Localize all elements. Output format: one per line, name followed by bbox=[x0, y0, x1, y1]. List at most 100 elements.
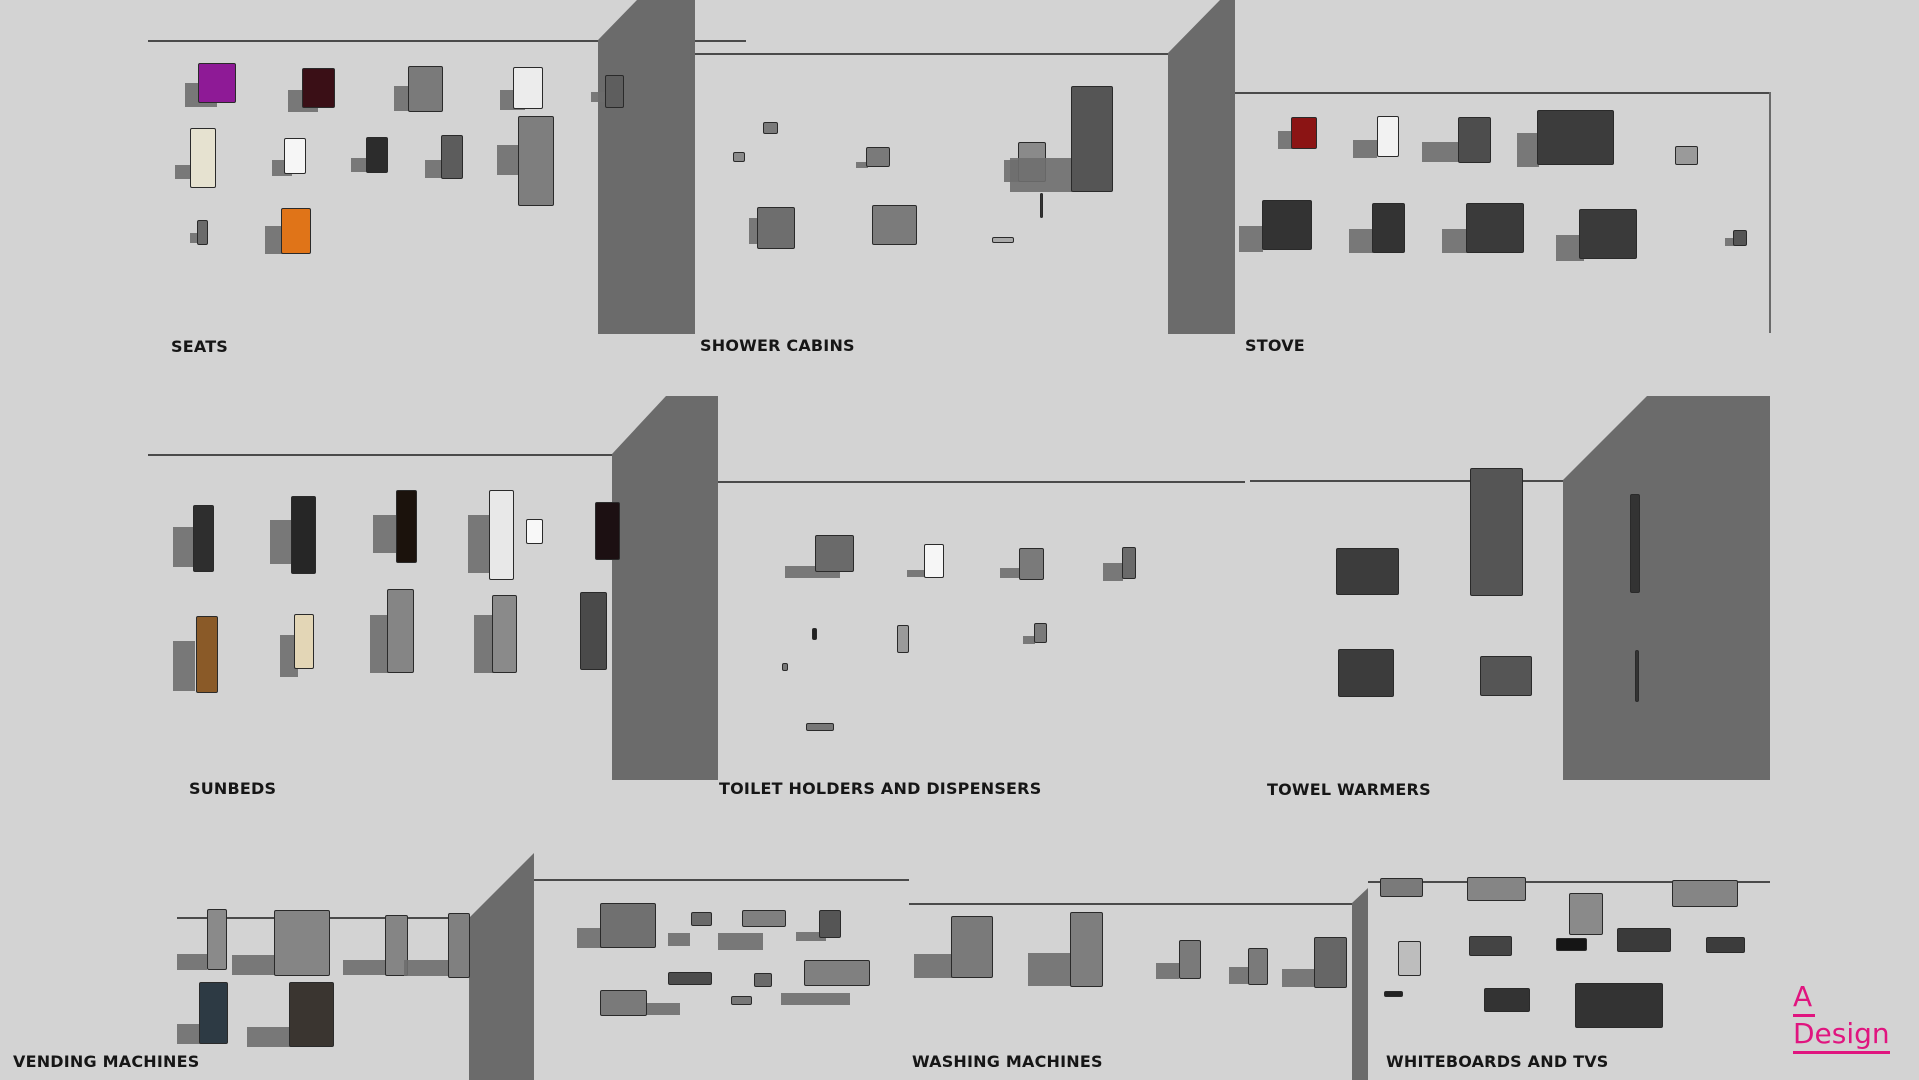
shower-head-small[interactable] bbox=[733, 152, 745, 162]
brown-snack-machine[interactable] bbox=[289, 982, 334, 1047]
double-vending-machine[interactable] bbox=[274, 910, 330, 976]
induction-range-2[interactable] bbox=[1372, 203, 1405, 253]
small-soap-dispenser[interactable] bbox=[1034, 623, 1047, 643]
small-pot[interactable] bbox=[1733, 230, 1747, 246]
wooden-slat-sunbed-shadow bbox=[173, 641, 195, 691]
wall-whiteboard[interactable] bbox=[1467, 877, 1526, 901]
red-compact-oven[interactable] bbox=[1291, 117, 1317, 149]
easel-board[interactable] bbox=[1398, 941, 1421, 976]
burgundy-armchair[interactable] bbox=[302, 68, 335, 108]
ticket-vending-machine[interactable] bbox=[448, 913, 470, 978]
tv-antenna-small[interactable] bbox=[1484, 988, 1530, 1012]
wall-line bbox=[909, 903, 1352, 905]
small-side-chair[interactable] bbox=[605, 75, 624, 108]
dark-massage-bed[interactable] bbox=[595, 502, 620, 560]
shelf-bar[interactable] bbox=[806, 723, 834, 731]
white-armchair[interactable] bbox=[513, 67, 543, 109]
tv-antenna-large[interactable] bbox=[1575, 983, 1663, 1028]
small-wooden-chair[interactable] bbox=[197, 220, 208, 245]
cream-folding-sunbed-shadow bbox=[280, 635, 298, 677]
shower-head-round[interactable] bbox=[763, 122, 778, 134]
wall-bar-towel-warmer[interactable] bbox=[1630, 494, 1640, 593]
corner-shower-cabin-shadow bbox=[1010, 158, 1072, 192]
countertop-sink[interactable] bbox=[742, 910, 786, 927]
wire-sunbed[interactable] bbox=[489, 490, 514, 580]
white-four-burner-stove[interactable] bbox=[1377, 116, 1399, 157]
hand-dryer-grey[interactable] bbox=[1019, 548, 1044, 580]
round-vessel-sink[interactable] bbox=[691, 912, 712, 926]
toilet-brush-holder[interactable] bbox=[812, 628, 817, 640]
soap-dispenser-tall[interactable] bbox=[1122, 547, 1136, 579]
black-slatted-sunbed[interactable] bbox=[291, 496, 316, 574]
vanity-cabinet-sink[interactable] bbox=[600, 903, 656, 948]
small-floor-tile[interactable] bbox=[731, 996, 752, 1005]
white-shell-chair[interactable] bbox=[284, 138, 306, 174]
u-shape-towel-warmer[interactable] bbox=[1480, 656, 1532, 696]
dark-wood-sunbed[interactable] bbox=[396, 490, 417, 563]
tv-screen-1[interactable] bbox=[1469, 936, 1512, 956]
a-design-logo[interactable]: A Design bbox=[1793, 980, 1890, 1054]
black-sunbed[interactable] bbox=[193, 505, 214, 572]
beige-office-chair[interactable] bbox=[190, 128, 216, 188]
compact-washer[interactable] bbox=[1179, 940, 1201, 979]
shower-floor-tray[interactable] bbox=[600, 990, 647, 1016]
stacked-dryer[interactable] bbox=[1314, 937, 1347, 988]
quarter-round-tray[interactable] bbox=[757, 207, 795, 249]
induction-range-1[interactable] bbox=[1262, 200, 1312, 250]
grey-wing-chair[interactable] bbox=[408, 66, 443, 112]
flip-whiteboard[interactable] bbox=[1380, 878, 1423, 897]
paper-towel-dispenser[interactable] bbox=[815, 535, 854, 572]
blue-snack-machine[interactable] bbox=[199, 982, 228, 1044]
six-burner-range[interactable] bbox=[1537, 110, 1614, 165]
hand-dryer-grey-shadow bbox=[1000, 568, 1025, 578]
mobile-whiteboard[interactable] bbox=[1569, 893, 1603, 935]
soap-dispenser-tall-shadow bbox=[1103, 563, 1123, 581]
stacked-dryer-shadow bbox=[1282, 969, 1314, 987]
industrial-washer[interactable] bbox=[951, 916, 993, 978]
section-label-shower-cabins: SHOWER CABINS bbox=[700, 336, 855, 355]
front-load-washer-large[interactable] bbox=[1070, 912, 1103, 987]
grey-treatment-bed[interactable] bbox=[387, 589, 414, 673]
induction-range-3[interactable] bbox=[1466, 203, 1524, 253]
shower-rail[interactable] bbox=[992, 237, 1014, 243]
pedestal-sink[interactable] bbox=[819, 910, 841, 938]
dark-massage-table[interactable] bbox=[580, 592, 607, 670]
single-rail-warmer[interactable] bbox=[1635, 650, 1639, 702]
purple-lounge-chair[interactable] bbox=[198, 63, 236, 103]
tiny-hook[interactable] bbox=[782, 663, 788, 671]
tv-wall-mount[interactable] bbox=[1384, 991, 1403, 997]
tv-screen-3[interactable] bbox=[1617, 928, 1671, 952]
hand-dryer-white[interactable] bbox=[924, 544, 944, 578]
coffee-vending-machine-shadow bbox=[343, 960, 388, 975]
two-plate-cooktop[interactable] bbox=[1675, 146, 1698, 165]
reclining-armchair[interactable] bbox=[518, 116, 554, 206]
orange-armchair[interactable] bbox=[281, 208, 311, 254]
white-side-table[interactable] bbox=[526, 519, 543, 544]
square-shower-tray[interactable] bbox=[872, 205, 917, 245]
tv-screen-4[interactable] bbox=[1706, 937, 1745, 953]
induction-range-3-shadow bbox=[1442, 229, 1470, 253]
dark-wood-sunbed-shadow bbox=[373, 515, 397, 553]
long-trough-sink[interactable] bbox=[804, 960, 870, 986]
coffee-vending-machine[interactable] bbox=[385, 915, 408, 976]
shower-drain-round[interactable] bbox=[866, 147, 890, 167]
black-office-chair[interactable] bbox=[366, 137, 388, 173]
wooden-slat-sunbed[interactable] bbox=[196, 616, 218, 693]
grill-oven[interactable] bbox=[1458, 117, 1491, 163]
rect-basin[interactable] bbox=[668, 972, 712, 985]
projection-screen[interactable] bbox=[1672, 880, 1738, 907]
curved-ladder-towel-warmer[interactable] bbox=[1338, 649, 1394, 697]
corner-shower-cabin[interactable] bbox=[1071, 86, 1113, 192]
grey-mesh-chair[interactable] bbox=[441, 135, 463, 179]
shower-hose[interactable] bbox=[1040, 193, 1043, 218]
cream-folding-sunbed[interactable] bbox=[294, 614, 314, 669]
slim-vending-machine[interactable] bbox=[207, 909, 227, 970]
induction-range-4[interactable] bbox=[1579, 209, 1637, 259]
small-basin[interactable] bbox=[754, 973, 772, 987]
grey-massage-table[interactable] bbox=[492, 595, 517, 673]
mini-washer[interactable] bbox=[1248, 948, 1268, 985]
serpentine-towel-warmer[interactable] bbox=[1470, 468, 1523, 596]
toilet-roll-holder[interactable] bbox=[897, 625, 909, 653]
tv-screen-2[interactable] bbox=[1556, 938, 1587, 951]
ladder-towel-warmer[interactable] bbox=[1336, 548, 1399, 595]
